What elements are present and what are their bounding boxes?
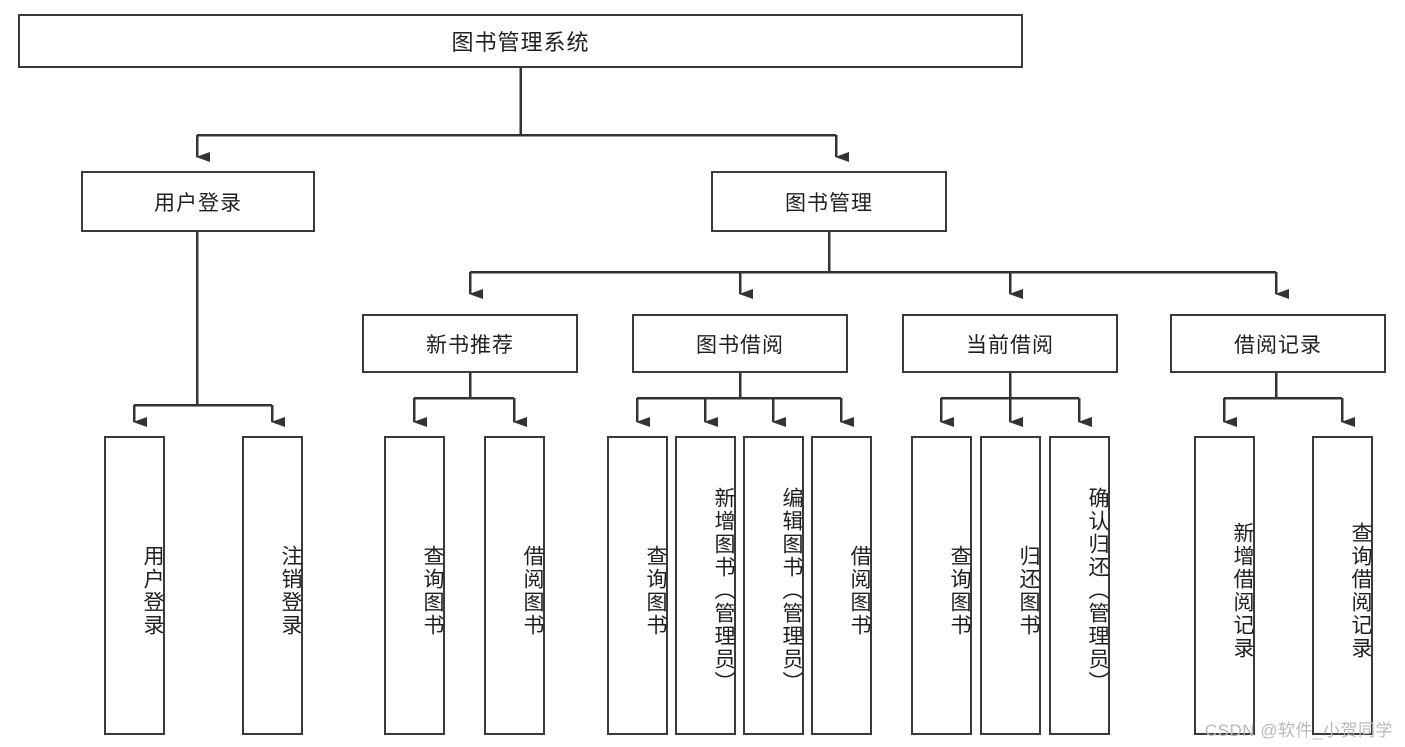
node-leaf-borrow-book-2-label: 借阅图书 (848, 544, 871, 637)
node-user-login[interactable]: 用户登录 (81, 171, 315, 232)
node-leaf-query-book-1[interactable]: 查询图书 (384, 436, 445, 735)
node-leaf-add-book[interactable]: 新增图书（管理员） (675, 436, 736, 735)
node-current-borrow-label: 当前借阅 (966, 333, 1054, 357)
node-leaf-add-record[interactable]: 新增借阅记录 (1194, 436, 1255, 735)
node-leaf-query-book-1-label: 查询图书 (421, 544, 444, 637)
node-book-borrow-label: 图书借阅 (696, 333, 784, 357)
node-leaf-query-record[interactable]: 查询借阅记录 (1312, 436, 1373, 735)
node-leaf-edit-book[interactable]: 编辑图书（管理员） (743, 436, 804, 735)
node-leaf-query-book-3-label: 查询图书 (948, 544, 971, 637)
node-leaf-add-record-label: 新增借阅记录 (1231, 521, 1254, 660)
node-leaf-return-book[interactable]: 归还图书 (980, 436, 1041, 735)
node-new-book-rec[interactable]: 新书推荐 (362, 314, 578, 373)
node-root[interactable]: 图书管理系统 (18, 14, 1023, 68)
node-leaf-user-login[interactable]: 用户登录 (104, 436, 165, 735)
node-leaf-confirm-return[interactable]: 确认归还（管理员） (1049, 436, 1110, 735)
node-borrow-record-label: 借阅记录 (1234, 333, 1322, 357)
node-book-manage[interactable]: 图书管理 (711, 171, 947, 232)
node-book-manage-label: 图书管理 (785, 191, 873, 215)
node-leaf-user-logout[interactable]: 注销登录 (242, 436, 303, 735)
node-leaf-edit-book-label: 编辑图书（管理员） (780, 487, 803, 694)
node-leaf-query-book-2[interactable]: 查询图书 (607, 436, 668, 735)
node-book-borrow[interactable]: 图书借阅 (632, 314, 848, 373)
node-leaf-add-book-label: 新增图书（管理员） (712, 487, 735, 694)
node-leaf-confirm-return-label: 确认归还（管理员） (1086, 487, 1109, 694)
watermark: CSDN @软件_小贺同学 (1204, 721, 1393, 740)
node-leaf-borrow-book-1[interactable]: 借阅图书 (484, 436, 545, 735)
node-current-borrow[interactable]: 当前借阅 (902, 314, 1118, 373)
node-leaf-query-book-2-label: 查询图书 (644, 544, 667, 637)
node-leaf-return-book-label: 归还图书 (1017, 544, 1040, 637)
node-leaf-query-book-3[interactable]: 查询图书 (911, 436, 972, 735)
node-leaf-user-logout-label: 注销登录 (279, 544, 302, 637)
node-user-login-label: 用户登录 (154, 191, 242, 215)
node-leaf-query-record-label: 查询借阅记录 (1349, 521, 1372, 660)
node-leaf-borrow-book-2[interactable]: 借阅图书 (811, 436, 872, 735)
node-root-label: 图书管理系统 (451, 30, 590, 55)
node-leaf-borrow-book-1-label: 借阅图书 (521, 544, 544, 637)
node-borrow-record[interactable]: 借阅记录 (1170, 314, 1386, 373)
node-leaf-user-login-label: 用户登录 (141, 544, 164, 637)
node-new-book-rec-label: 新书推荐 (426, 333, 514, 357)
